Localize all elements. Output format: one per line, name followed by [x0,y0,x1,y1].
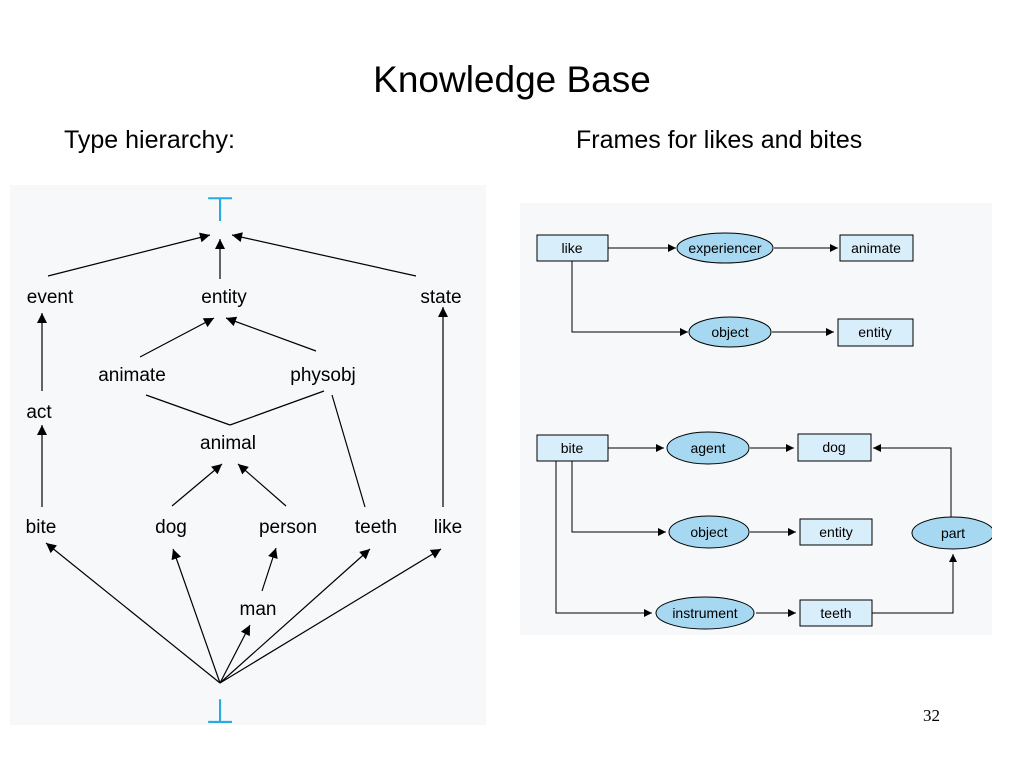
edge-man-person [261,547,278,592]
bite-teeth-label: teeth [820,605,851,621]
node-entity: entity [201,287,247,308]
node-act: act [26,402,52,423]
bottom-symbol: ⊥ [205,693,235,725]
hierarchy-background [10,185,486,725]
edge-bottom-teeth [219,548,371,684]
like-entity-box [837,318,914,347]
like-frame: like experiencer animate object entity [536,232,914,348]
bite-entity-box [799,518,873,546]
bite-object-ellipse [668,515,750,549]
node-dog: dog [155,517,187,538]
edge-state-top [231,232,417,277]
like-entity-label: entity [858,324,891,340]
like-animate-label: animate [851,240,901,256]
part-to-dog-arrow [873,444,952,518]
frames-heading: Frames for likes and bites [576,126,863,154]
edge-animal-animate [145,394,231,426]
slide-title: Knowledge Base [373,59,651,100]
like-to-object-arrow [571,261,688,336]
type-hierarchy-diagram: ⊤ ⊥ event entity state act animate physo… [10,185,486,731]
bite-to-instrument-arrow [555,461,652,617]
edge-dog-animal [171,463,223,507]
node-state: state [420,287,461,308]
edge-teeth-physobj [331,394,366,508]
like-head-label: like [561,240,582,256]
like-experiencer-label: experiencer [688,240,761,256]
bite-part-label: part [941,525,965,541]
type-hierarchy-heading: Type hierarchy: [64,126,235,154]
node-animate: animate [98,365,166,386]
frames-svg: like experiencer animate object entity b… [520,203,995,635]
edge-bottom-man [219,624,251,684]
node-like: like [434,517,463,538]
bite-instrument-ellipse [655,596,755,630]
node-event: event [27,287,74,308]
node-person: person [259,517,317,538]
like-head-box [536,234,609,262]
bite-frame: bite agent dog object entity instrument … [536,431,995,630]
bite-teeth-box [799,599,873,627]
like-experiencer-ellipse [676,232,774,264]
like-object-label: object [711,324,748,340]
edge-person-animal [237,463,287,507]
edge-bottom-bite [45,542,221,684]
node-animal: animal [200,433,256,454]
bite-to-object-arrow [571,461,666,536]
bite-dog-label: dog [822,439,845,455]
teeth-to-part-arrow [872,554,957,614]
edge-bottom-dog [171,548,221,684]
node-bite: bite [26,517,57,538]
page-number: 32 [923,706,940,725]
bite-agent-ellipse [666,431,750,465]
type-hierarchy-svg: ⊤ ⊥ event entity state act animate physo… [10,185,486,731]
bite-head-label: bite [561,440,584,456]
bite-object-label: object [690,524,727,540]
edge-animal-physobj [229,390,325,426]
bite-head-box [536,434,609,462]
node-teeth: teeth [355,517,397,538]
edge-physobj-entity [225,316,317,352]
bite-dog-box [797,433,872,462]
frames-diagram: like experiencer animate object entity b… [520,203,995,635]
edge-animate-entity [139,317,215,358]
frames-background [520,203,992,635]
edge-bottom-like [219,548,442,684]
node-physobj: physobj [290,365,356,386]
like-animate-box [839,234,914,262]
bite-agent-label: agent [690,440,725,456]
like-object-ellipse [688,316,772,348]
bite-instrument-label: instrument [672,605,737,621]
node-man: man [240,599,277,620]
edge-event-top [47,232,211,277]
top-symbol: ⊤ [205,191,235,229]
bite-entity-label: entity [819,524,852,540]
